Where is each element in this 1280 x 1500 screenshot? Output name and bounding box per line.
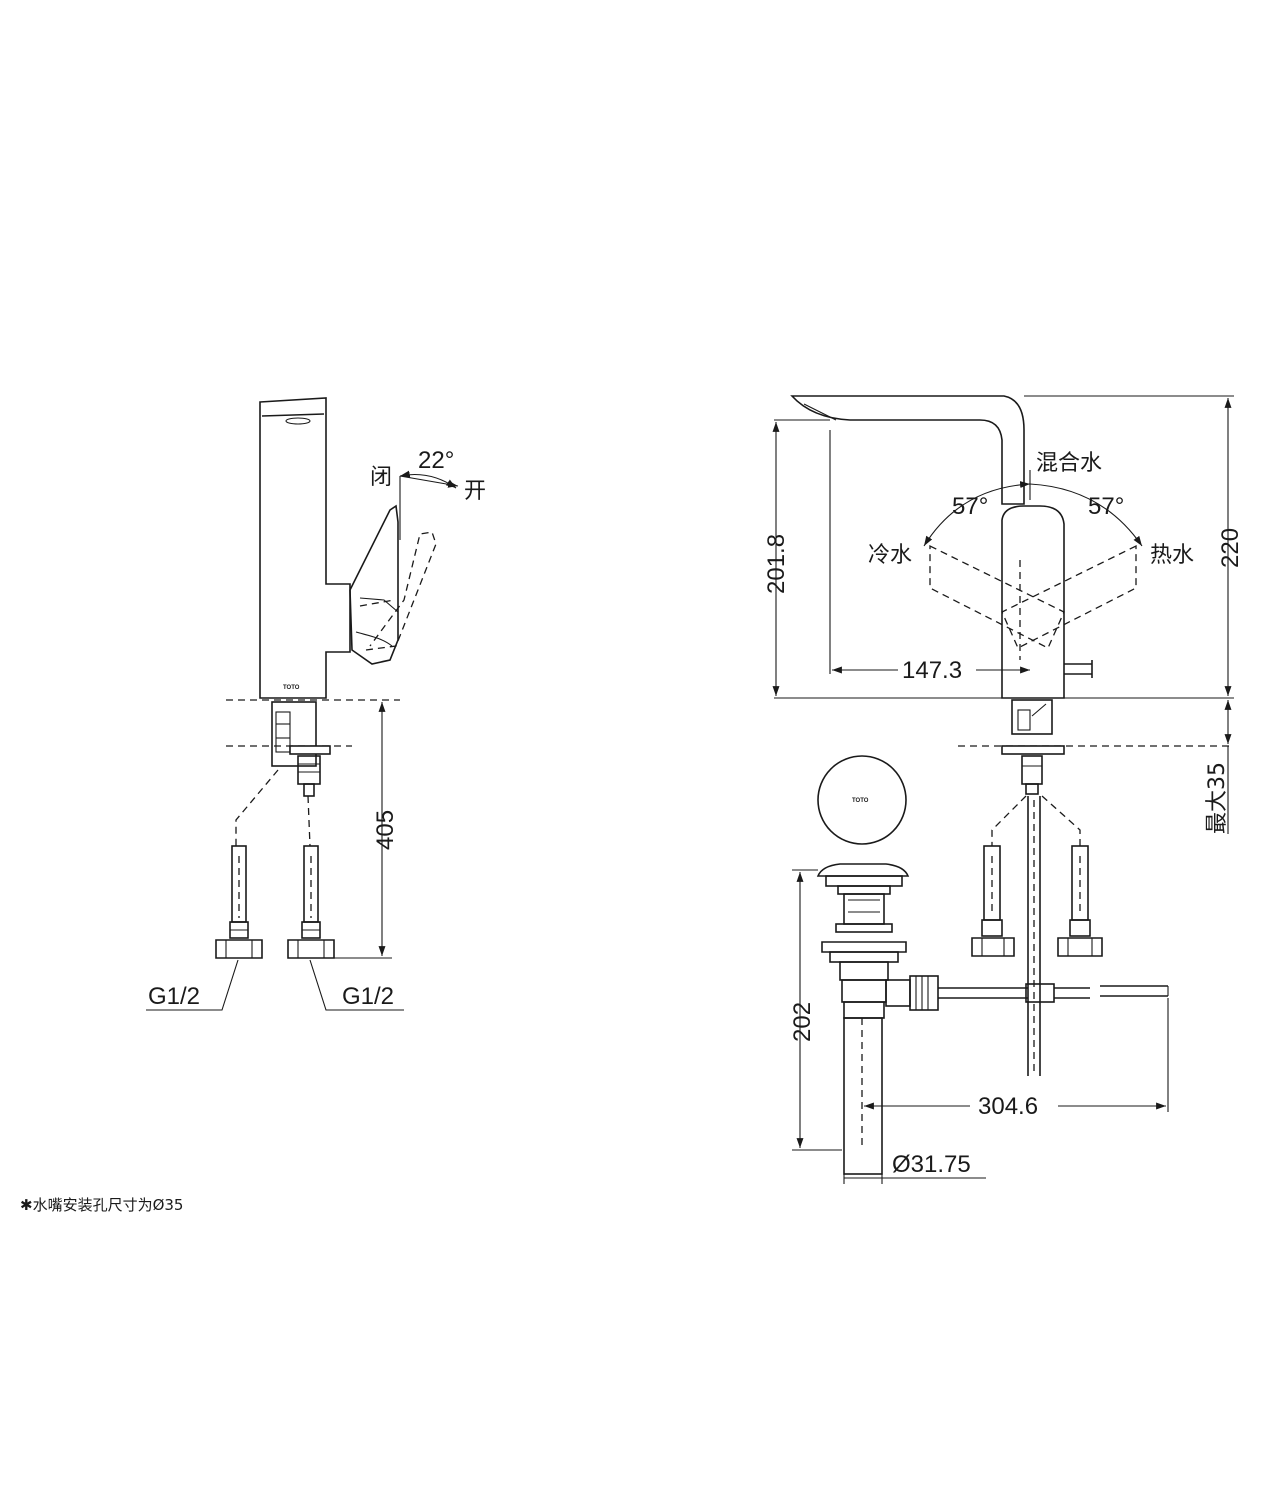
dim-spout-height-text: 201.8 [763, 534, 790, 594]
pop-up-rod [1027, 796, 1041, 1076]
hose-guides-front [991, 795, 1081, 846]
dim-drain-length-text: 304.6 [978, 1093, 1038, 1120]
spout-front [790, 395, 1025, 505]
label-open: 开 [464, 479, 486, 504]
hose-guides-side [235, 769, 311, 847]
faucet-body-side: TOTO [259, 397, 351, 699]
dim-hose-length-text: 405 [372, 810, 399, 850]
dim-height-total: 220 [1024, 395, 1244, 696]
dim-drain-height-text: 202 [789, 1002, 816, 1042]
supply-hose-left [215, 845, 263, 959]
lever-angle-indicator: 闭 22° 开 [370, 447, 486, 540]
faucet-body-front [1001, 505, 1093, 699]
supply-hose-right [287, 845, 335, 959]
dim-drain-diameter: Ø31.75 [843, 1151, 986, 1184]
drain-assembly [816, 863, 1169, 1175]
supply-hose-front-right [1057, 845, 1103, 957]
dim-spout-height: 201.8 [763, 419, 830, 696]
dim-drain-height: 202 [789, 869, 842, 1151]
brand-logo-cap: TOTO [852, 798, 869, 804]
lever-open [359, 531, 437, 651]
label-right-angle: 57° [1088, 493, 1124, 520]
label-cold-water: 冷水 [868, 543, 912, 568]
rotation-arcs: 混合水 57° 57° 冷水 热水 [868, 451, 1194, 568]
dim-hose-length: 405 [334, 702, 399, 959]
thread-right-text: G1/2 [342, 983, 394, 1010]
mounting-shank-front [1001, 699, 1065, 795]
label-hot-water: 热水 [1150, 543, 1194, 568]
thread-left-text: G1/2 [148, 983, 200, 1010]
drain-cap-top: TOTO [817, 755, 907, 845]
dim-drain-length: 304.6 [864, 998, 1169, 1120]
dim-drain-diameter-text: Ø31.75 [892, 1151, 971, 1178]
dim-height-total-text: 220 [1217, 528, 1244, 568]
thread-callouts: G1/2 G1/2 [146, 959, 404, 1011]
dim-max-thickness-text: 最大35 [1205, 762, 1230, 834]
footnote: ✱水嘴安装孔尺寸为Ø35 [20, 1196, 184, 1214]
dim-spout-reach: 147.3 [832, 656, 1030, 684]
mounting-shank-side [271, 701, 331, 797]
label-mixed-water: 混合水 [1036, 451, 1102, 476]
lever-positions-front [929, 544, 1137, 660]
dim-spout-reach-text: 147.3 [902, 657, 962, 684]
label-lever-angle: 22° [418, 447, 454, 474]
dim-max-thickness: 最大35 [1205, 700, 1232, 834]
supply-hose-front-left [971, 845, 1015, 957]
brand-logo-side: TOTO [283, 685, 300, 691]
label-closed: 闭 [370, 465, 392, 490]
side-view: TOTO 闭 22° 开 [146, 397, 486, 1011]
front-view: 混合水 57° 57° 冷水 热水 147.3 201.8 220 [763, 395, 1244, 1184]
label-left-angle: 57° [952, 493, 988, 520]
